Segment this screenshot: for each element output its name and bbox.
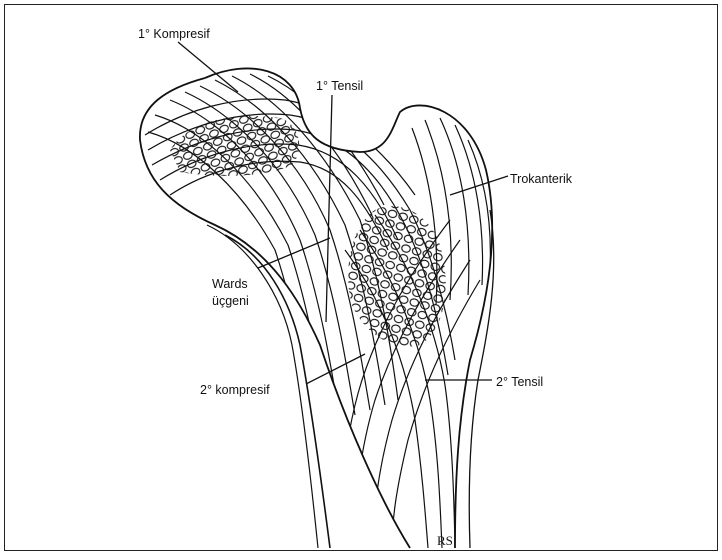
figure-frame	[4, 4, 718, 551]
